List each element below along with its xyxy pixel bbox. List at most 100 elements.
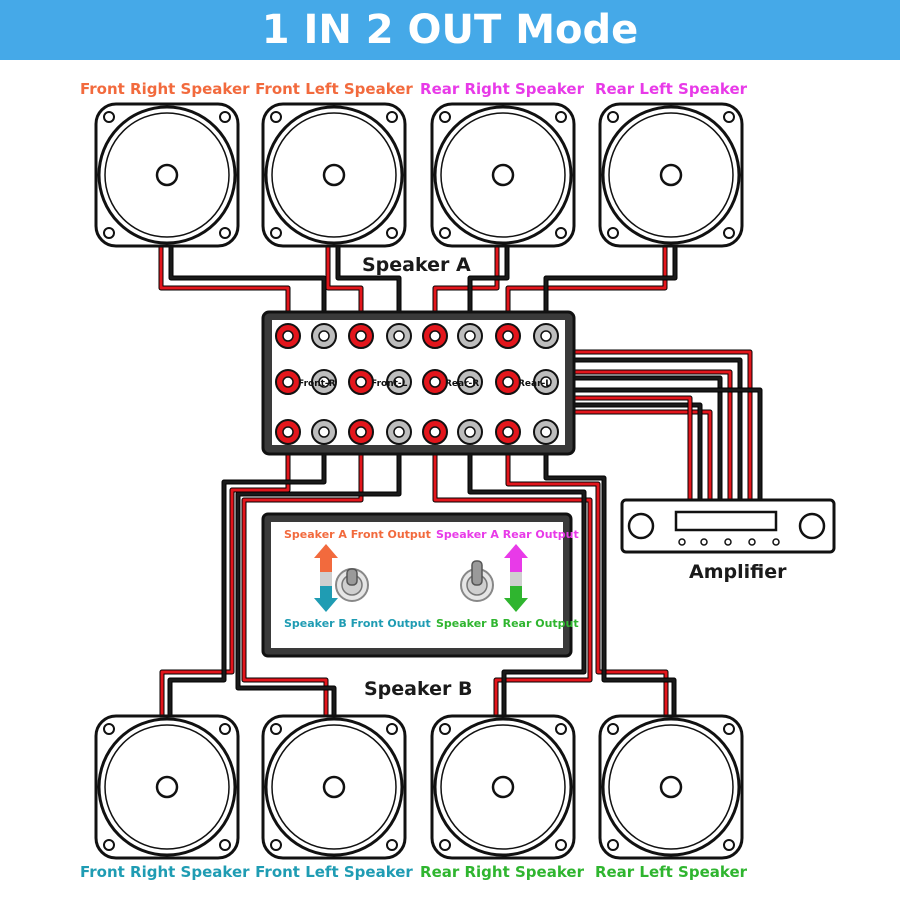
terminal-in-black-3-hole — [540, 376, 552, 388]
terminal-top-0-hole — [282, 330, 294, 342]
speaker-a-rear-left-label: Rear Left Speaker — [594, 80, 748, 98]
toggle-lever — [471, 560, 483, 586]
speaker-b-3 — [598, 714, 744, 860]
speaker-dustcap — [322, 163, 346, 187]
amplifier-button-2 — [724, 538, 732, 546]
page-title: 1 IN 2 OUT Mode — [261, 7, 639, 53]
speaker-a-2 — [430, 102, 576, 248]
rear-toggle-switch — [460, 560, 494, 602]
speaker-mount-hole — [103, 839, 115, 851]
speaker-b-front-right-label: Front Right Speaker — [80, 863, 250, 881]
speaker-mount-hole — [219, 111, 231, 123]
input-label-2: Rear-R — [445, 379, 479, 389]
wire-top-black-1 — [336, 245, 401, 325]
amplifier-button-1 — [700, 538, 708, 546]
terminal-top-4-hole — [429, 330, 441, 342]
amplifier-knob-left — [627, 512, 655, 540]
terminal-top-2-hole — [355, 330, 367, 342]
speaker-mount-hole — [103, 111, 115, 123]
speaker-a-front-right-label: Front Right Speaker — [80, 80, 250, 98]
front-arrow-icon — [314, 544, 338, 612]
speaker-mount-hole — [219, 227, 231, 239]
terminal-in-black-0-hole — [318, 376, 330, 388]
wire-top-red-1 — [326, 245, 363, 325]
speaker-a-3 — [598, 102, 744, 248]
amplifier-display — [674, 510, 778, 532]
terminal-bottom-3-hole — [393, 426, 405, 438]
terminal-top-5-hole — [464, 330, 476, 342]
amplifier-knob-right — [798, 512, 826, 540]
speaker-mount-hole — [555, 723, 567, 735]
speaker-b-1 — [261, 714, 407, 860]
wire-bot-black-2 — [468, 445, 586, 715]
title-banner — [0, 0, 900, 60]
terminal-in-black-1-hole — [393, 376, 405, 388]
switch-panel — [261, 512, 573, 658]
speaker-dustcap — [155, 163, 179, 187]
wires — [158, 245, 763, 715]
speaker-mount-hole — [270, 723, 282, 735]
amplifier-label: Amplifier — [689, 561, 787, 583]
amplifier — [620, 498, 836, 554]
speaker-mount-hole — [386, 111, 398, 123]
speaker-dustcap — [155, 775, 179, 799]
wire-top-red-0 — [159, 245, 290, 325]
front-toggle-switch — [335, 568, 369, 602]
speaker-b-group — [94, 714, 744, 860]
terminal-in-red-0-hole — [282, 376, 294, 388]
speaker-mount-hole — [607, 839, 619, 851]
terminal-bottom-0-hole — [282, 426, 294, 438]
speaker-dustcap — [491, 775, 515, 799]
terminal-top-1-hole — [318, 330, 330, 342]
speaker-mount-hole — [270, 839, 282, 851]
speaker-mount-hole — [723, 839, 735, 851]
speaker-b-0 — [94, 714, 240, 860]
speaker-mount-hole — [270, 227, 282, 239]
rear-arrow-icon — [504, 544, 528, 612]
speaker-mount-hole — [439, 723, 451, 735]
wire-top-black-3 — [544, 245, 677, 325]
terminal-in-red-1-hole — [355, 376, 367, 388]
speaker-mount-hole — [439, 839, 451, 851]
speaker-mount-hole — [439, 111, 451, 123]
speaker-b-2 — [430, 714, 576, 860]
wire-bot-black-0 — [168, 445, 326, 715]
terminal-bottom-7-hole — [540, 426, 552, 438]
arrow-down — [504, 586, 528, 612]
speaker-mount-hole — [386, 227, 398, 239]
terminal-top-6-hole — [502, 330, 514, 342]
terminal-in-red-2-hole — [429, 376, 441, 388]
speaker-dustcap — [659, 163, 683, 187]
speaker-dustcap — [491, 163, 515, 187]
input-label-3: Rear-L — [518, 379, 551, 389]
speaker-mount-hole — [270, 111, 282, 123]
arrow-mid — [510, 572, 522, 586]
switch-front-top-label: Speaker A Front Output — [284, 528, 431, 541]
wire-top-red-3 — [506, 245, 667, 325]
speaker-mount-hole — [555, 111, 567, 123]
toggle-lever — [346, 568, 358, 586]
terminal-in-red-3-hole — [502, 376, 514, 388]
speaker-dustcap — [659, 775, 683, 799]
terminal-bottom-6-hole — [502, 426, 514, 438]
wire-top-black-2 — [468, 245, 509, 325]
speaker-b-front-left-label: Front Left Speaker — [255, 863, 413, 881]
terminal-bottom-1-hole — [318, 426, 330, 438]
speaker-b-rear-left-label: Rear Left Speaker — [594, 863, 748, 881]
speaker-dustcap — [322, 775, 346, 799]
input-label-1: Front-L — [371, 379, 408, 389]
speaker-mount-hole — [723, 227, 735, 239]
terminal-bottom-4-hole — [429, 426, 441, 438]
arrow-mid — [320, 572, 332, 586]
speaker-mount-hole — [555, 227, 567, 239]
terminal-top-7-hole — [540, 330, 552, 342]
terminal-top-3-hole — [393, 330, 405, 342]
switch-front-bottom-label: Speaker B Front Output — [284, 617, 431, 630]
speaker-mount-hole — [607, 227, 619, 239]
terminal-bottom-2-hole — [355, 426, 367, 438]
wire-top-black-0 — [169, 245, 326, 325]
speaker-mount-hole — [607, 723, 619, 735]
speaker-mount-hole — [219, 839, 231, 851]
speaker-a-group — [94, 102, 744, 248]
